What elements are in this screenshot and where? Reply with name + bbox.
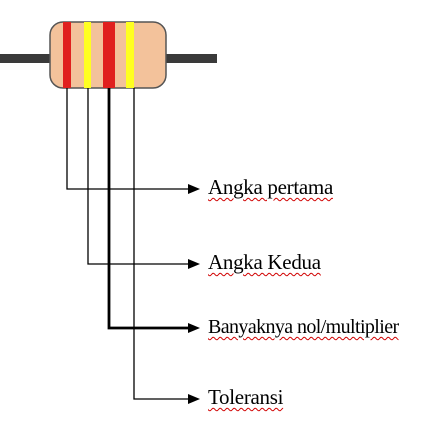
band-2 xyxy=(84,22,91,88)
arrow-icon xyxy=(188,394,200,404)
arrow-icon xyxy=(188,184,200,194)
label-banyaknya-nol-multiplier-text: Banyaknya nol/multiplier xyxy=(208,316,399,338)
label-banyaknya-nol-multiplier: Banyaknya nol/multiplier xyxy=(208,317,399,337)
band-1 xyxy=(63,22,71,88)
label-toleransi: Toleransi xyxy=(208,387,283,408)
resistor-lead-right xyxy=(165,54,217,63)
arrow-icon xyxy=(188,259,200,269)
band-4 xyxy=(126,22,134,88)
label-angka-kedua-text: Angka Kedua xyxy=(208,250,321,274)
connector-multiplier xyxy=(107,88,196,330)
connector-angka-kedua xyxy=(87,88,196,265)
connector-angka-pertama xyxy=(66,88,196,190)
label-angka-pertama: Angka pertama xyxy=(208,177,333,198)
connector-toleransi xyxy=(133,88,196,400)
band-3 xyxy=(103,22,115,88)
connector-lines xyxy=(66,88,196,400)
arrow-icon xyxy=(188,323,200,333)
label-angka-kedua: Angka Kedua xyxy=(208,252,321,273)
resistor-lead-left xyxy=(0,54,52,63)
label-toleransi-text: Toleransi xyxy=(208,385,284,409)
label-angka-pertama-text: Angka pertama xyxy=(208,175,333,199)
